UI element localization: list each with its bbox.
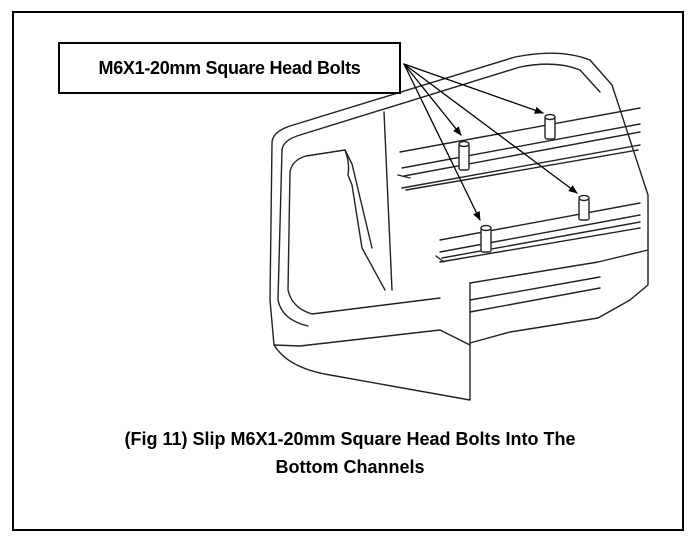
caption-line-1: (Fig 11) Slip M6X1-20mm Square Head Bolt…: [124, 429, 576, 449]
bolt-4: [578, 194, 590, 221]
bolt-1: [458, 140, 470, 171]
leader-lines: [403, 63, 578, 221]
bolt-3: [480, 224, 492, 253]
caption-line-2: Bottom Channels: [275, 457, 425, 477]
bottom-channels: [397, 107, 641, 263]
figure-caption: (Fig 11) Slip M6X1-20mm Square Head Bolt…: [40, 425, 660, 481]
figure-frame: [12, 11, 684, 531]
bolt-shapes: [458, 113, 590, 253]
bolt-callout-label: M6X1-20mm Square Head Bolts: [58, 42, 401, 94]
callout-text: M6X1-20mm Square Head Bolts: [98, 57, 361, 78]
bin-body-outline: [269, 52, 649, 401]
bolt-2: [544, 113, 556, 140]
